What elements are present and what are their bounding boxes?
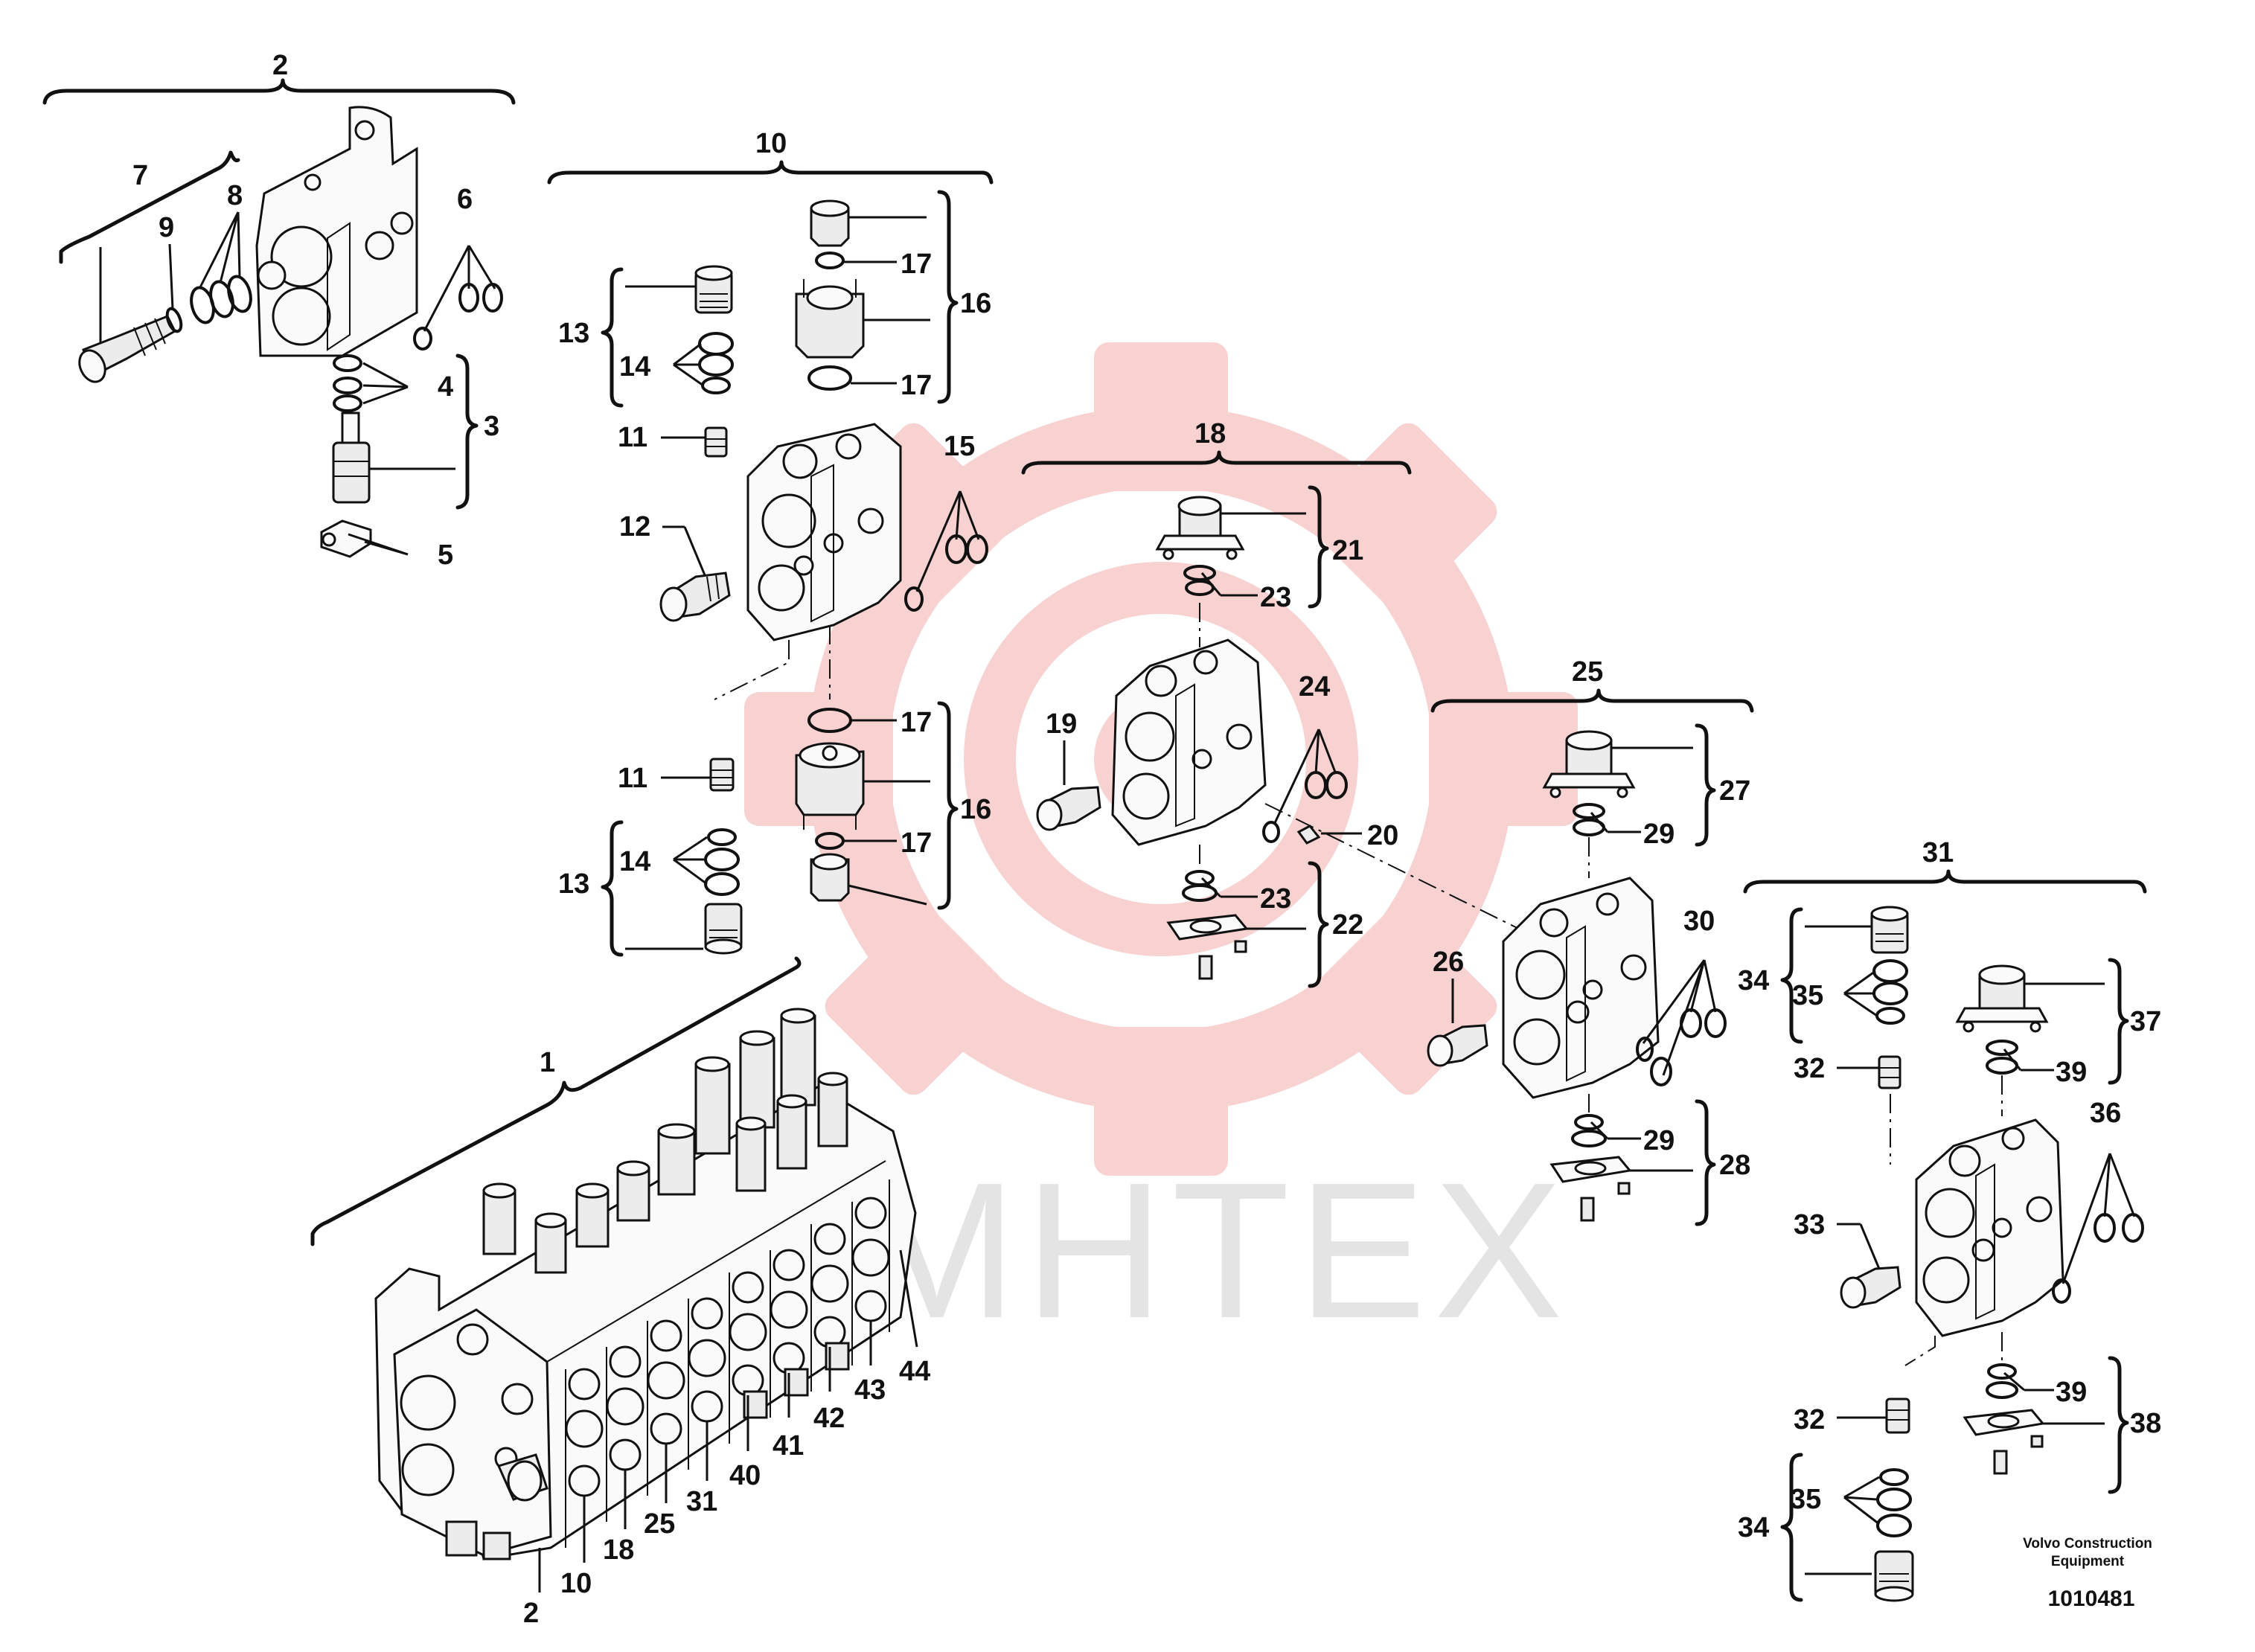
part-27-cover — [1542, 730, 1636, 798]
label-17-c: 17 — [901, 707, 932, 738]
label-17-d: 17 — [901, 827, 932, 859]
label-26: 26 — [1433, 947, 1464, 978]
part-13-plug-upper — [694, 265, 733, 314]
label-16-upper: 16 — [960, 288, 991, 319]
label-33: 33 — [1794, 1209, 1825, 1240]
label-14-lower: 14 — [619, 846, 650, 877]
label-18-top: 18 — [1194, 418, 1226, 449]
label-36: 36 — [2090, 1098, 2121, 1129]
part-13-plug-lower — [704, 903, 743, 955]
label-22: 22 — [1332, 909, 1363, 941]
label-25-bottom: 25 — [644, 1508, 675, 1540]
label-37: 37 — [2130, 1006, 2161, 1037]
label-28: 28 — [1719, 1150, 1750, 1181]
label-17-a: 17 — [901, 249, 932, 280]
part-5-clip — [320, 519, 372, 558]
label-32-lower: 32 — [1794, 1404, 1825, 1435]
label-16-lower: 16 — [960, 794, 991, 825]
label-44: 44 — [899, 1356, 930, 1387]
part-32-check-lower — [1885, 1398, 1910, 1434]
label-13-lower: 13 — [558, 868, 589, 900]
label-19: 19 — [1046, 708, 1077, 740]
label-14-upper: 14 — [619, 351, 650, 382]
label-31-top: 31 — [1922, 837, 1954, 868]
label-10-top: 10 — [755, 128, 787, 159]
group-2-brace — [42, 78, 516, 105]
label-4: 4 — [438, 371, 453, 403]
label-10-bottom: 10 — [560, 1568, 592, 1599]
part-11-check-upper — [704, 426, 728, 458]
label-23-upper: 23 — [1260, 582, 1291, 613]
part-34-plug-lower — [1874, 1550, 1914, 1602]
label-11-upper: 11 — [618, 422, 647, 453]
label-3: 3 — [484, 411, 499, 442]
label-35-upper: 35 — [1792, 980, 1823, 1011]
part-25-section-body — [1502, 877, 1660, 1099]
part-7-relief-valve — [78, 315, 176, 383]
label-39-upper: 39 — [2056, 1057, 2087, 1088]
label-12: 12 — [619, 511, 650, 542]
part-16-pilot-cover-upper — [795, 279, 865, 359]
label-29-lower: 29 — [1643, 1125, 1675, 1156]
label-41: 41 — [773, 1430, 804, 1461]
label-40: 40 — [729, 1460, 761, 1491]
label-34-lower: 34 — [1738, 1512, 1769, 1543]
part-16-pilot-cover-lower — [795, 742, 865, 830]
part-32-check-upper — [1878, 1055, 1901, 1089]
label-5: 5 — [438, 540, 453, 571]
part-20-pin — [1296, 825, 1321, 845]
label-15: 15 — [944, 431, 975, 462]
label-17-b: 17 — [901, 370, 932, 401]
label-23-lower: 23 — [1260, 883, 1291, 915]
company-name-line2: Equipment — [2051, 1554, 2125, 1569]
part-10-section-body — [746, 423, 902, 641]
label-35-lower: 35 — [1790, 1484, 1821, 1515]
label-24: 24 — [1299, 671, 1330, 702]
part-34-plug-upper — [1870, 906, 1909, 954]
label-43: 43 — [854, 1374, 886, 1406]
part-11-check-lower — [709, 758, 735, 792]
part-33-relief-valve — [1840, 1266, 1901, 1309]
part-2-housing — [255, 106, 418, 357]
label-42: 42 — [813, 1403, 845, 1434]
part-37-cover — [1955, 964, 2049, 1033]
label-2-bottom: 2 — [523, 1598, 539, 1629]
label-7: 7 — [132, 160, 148, 191]
company-name-line1: Volvo Construction — [2023, 1536, 2152, 1552]
label-1: 1 — [540, 1047, 555, 1078]
part-3-cartridge — [332, 412, 371, 504]
part-12-relief-valve — [659, 572, 731, 622]
label-21: 21 — [1332, 535, 1363, 566]
label-39-lower: 39 — [2056, 1377, 2087, 1408]
label-18-bottom: 18 — [603, 1534, 634, 1566]
label-8: 8 — [227, 180, 243, 211]
label-25-top: 25 — [1572, 656, 1603, 688]
label-32-upper: 32 — [1794, 1053, 1825, 1084]
label-27: 27 — [1719, 775, 1750, 807]
drawing-number: 1010481 — [2048, 1587, 2135, 1611]
label-34-upper: 34 — [1738, 965, 1769, 996]
part-31-section-body — [1915, 1118, 2064, 1337]
part-19-relief-valve — [1036, 786, 1101, 831]
label-9: 9 — [159, 212, 174, 243]
part-22-flange — [1166, 914, 1249, 980]
part-16-nut-lower — [810, 853, 850, 902]
label-6: 6 — [457, 184, 473, 215]
label-2-top: 2 — [272, 50, 288, 81]
label-29-upper: 29 — [1643, 819, 1675, 850]
label-38: 38 — [2130, 1408, 2161, 1439]
label-20: 20 — [1367, 820, 1398, 851]
part-1-valve-assembly — [374, 1008, 917, 1560]
part-21-cover — [1155, 496, 1245, 560]
part-26-relief-valve — [1427, 1024, 1488, 1067]
watermark-text: MHTEX — [856, 1143, 1570, 1359]
label-31-bottom: 31 — [686, 1486, 717, 1517]
label-11-lower: 11 — [618, 763, 647, 794]
label-13-upper: 13 — [558, 318, 589, 349]
part-18-section-body — [1111, 638, 1267, 846]
part-16-nut-upper — [810, 199, 850, 247]
part-38-flange — [1963, 1409, 2045, 1475]
label-30: 30 — [1683, 906, 1715, 937]
